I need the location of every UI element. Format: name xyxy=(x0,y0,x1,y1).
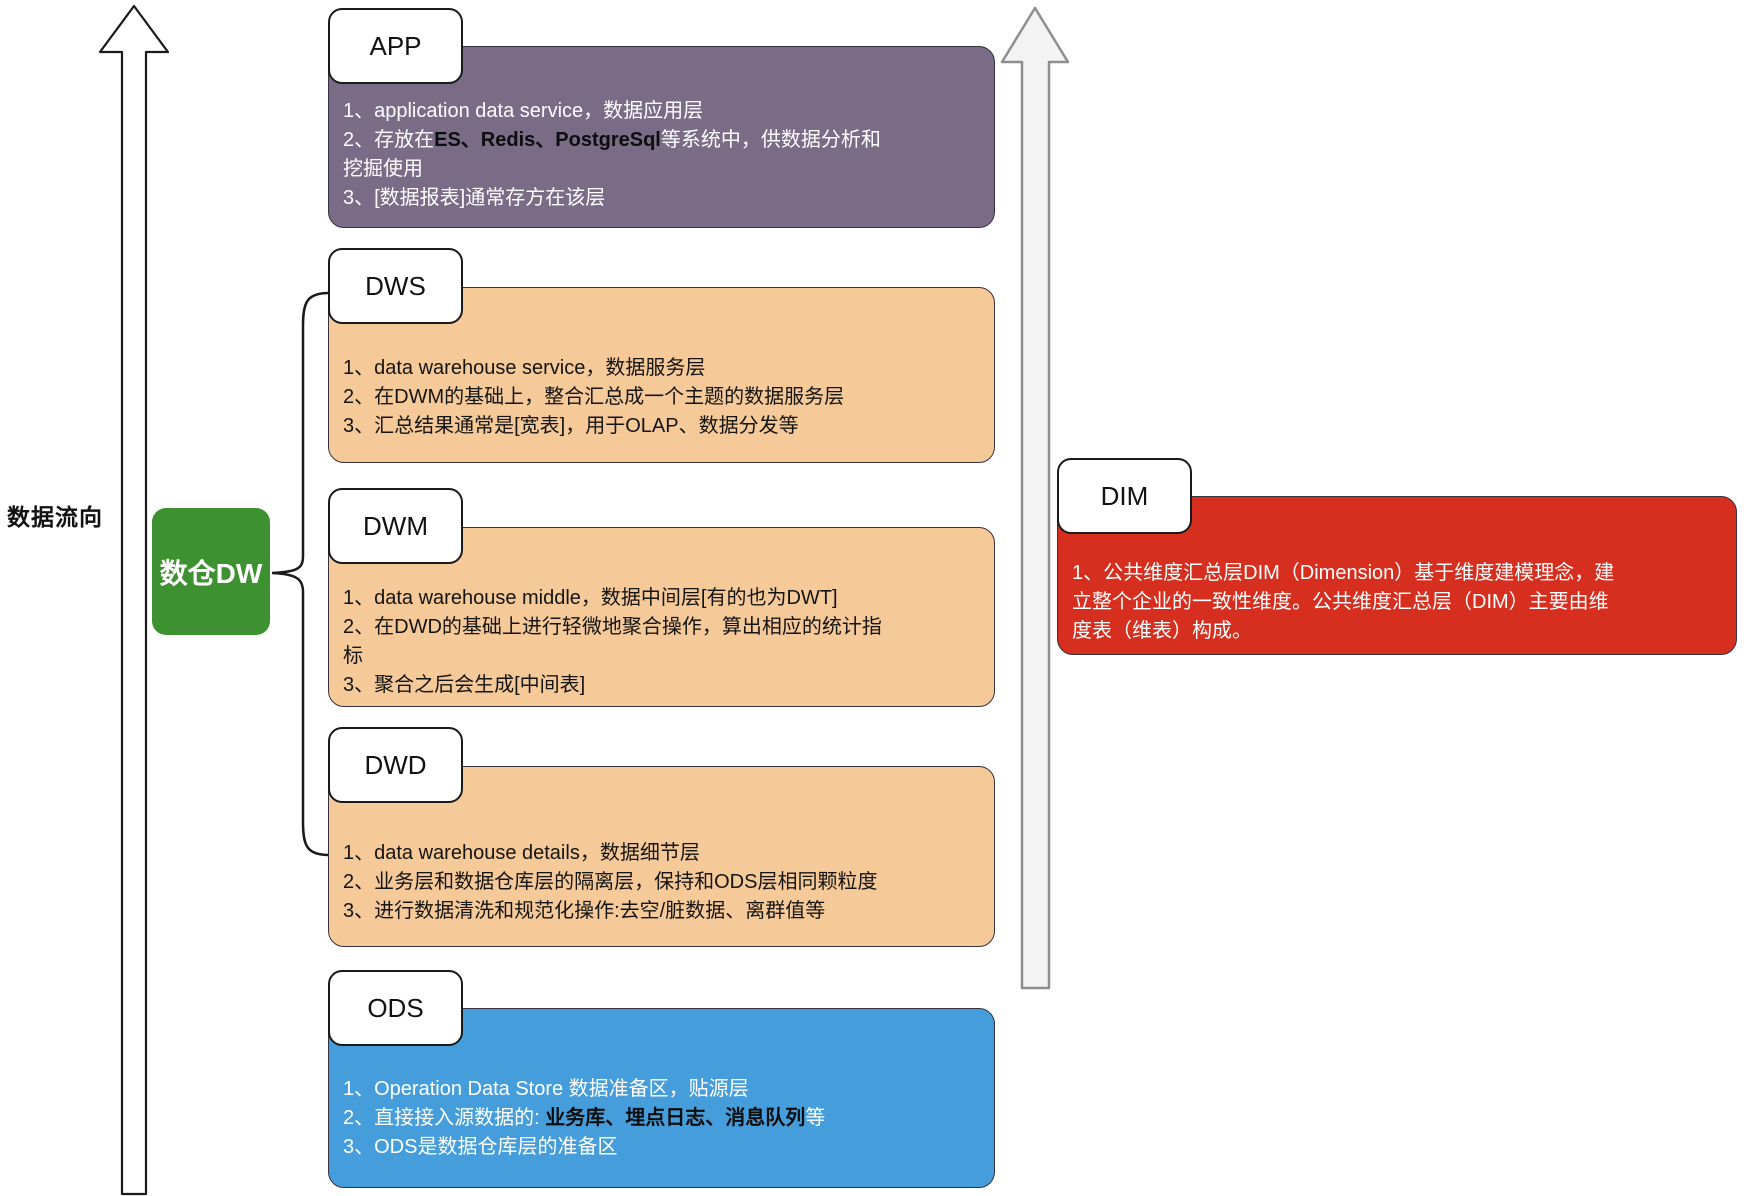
text-line: 3、汇总结果通常是[宽表]，用于OLAP、数据分发等 xyxy=(343,412,984,441)
text-segment: 挖掘使用 xyxy=(343,158,423,180)
text-line: 3、聚合之后会生成[中间表] xyxy=(343,671,984,700)
hub-brace-connector xyxy=(271,291,331,857)
text-segment: 标 xyxy=(343,645,363,667)
text-line: 1、Operation Data Store 数据准备区，贴源层 xyxy=(343,1075,984,1104)
text-line: 1、data warehouse details，数据细节层 xyxy=(343,839,984,868)
flow-direction-label: 数据流向 xyxy=(7,504,103,530)
layer-body-dim: 1、公共维度汇总层DIM（Dimension）基于维度建模理念，建立整个企业的一… xyxy=(1057,496,1737,655)
layer-description-dwd: 1、data warehouse details，数据细节层 2、业务层和数据仓库… xyxy=(329,767,994,926)
dw-hub-box: 数仓DW xyxy=(152,508,270,635)
layer-tab-dws: DWS xyxy=(328,248,463,324)
text-segment: 度表（维表）构成。 xyxy=(1072,620,1252,642)
text-line: 1、data warehouse middle，数据中间层[有的也为DWT] xyxy=(343,584,984,613)
layer-description-dws: 1、data warehouse service，数据服务层 2、在DWM的基础上… xyxy=(329,288,994,441)
left-flow-arrow-shape xyxy=(98,4,170,1196)
text-line: 挖掘使用 xyxy=(343,155,984,184)
text-segment: 3、聚合之后会生成[中间表] xyxy=(343,674,586,696)
text-segment: 2、存放在 xyxy=(343,129,435,151)
text-segment: 1、data warehouse service，数据服务层 xyxy=(343,357,706,379)
layer-tab-ods: ODS xyxy=(328,970,463,1046)
highlighted-text-segment: 业务库、埋点日志、消息队列 xyxy=(545,1107,806,1129)
text-segment: 3、[数据报表]通常存方在该层 xyxy=(343,187,606,209)
layer-body-app: 1、application data service，数据应用层 2、存放在ES、… xyxy=(328,46,995,228)
text-segment: 2、在DWD的基础上进行轻微地聚合操作，算出相应的统计指 xyxy=(343,616,882,638)
layer-tab-dim-label: DIM xyxy=(1100,480,1149,511)
text-line: 立整个企业的一致性维度。公共维度汇总层（DIM）主要由维 xyxy=(1072,588,1726,617)
text-segment: 2、业务层和数据仓库层的隔离层，保持和ODS层相同颗粒度 xyxy=(343,871,878,893)
layer-tab-app: APP xyxy=(328,8,463,84)
text-segment: 2、在DWM的基础上，整合汇总成一个主题的数据服务层 xyxy=(343,386,845,408)
text-segment: 3、进行数据清洗和规范化操作:去空/脏数据、离群值等 xyxy=(343,900,826,922)
text-segment: 1、data warehouse middle，数据中间层[有的也为DWT] xyxy=(343,587,838,609)
text-segment: 立整个企业的一致性维度。公共维度汇总层（DIM）主要由维 xyxy=(1072,591,1609,613)
layer-tab-dwm: DWM xyxy=(328,488,463,564)
text-line: 2、直接接入源数据的: 业务库、埋点日志、消息队列等 xyxy=(343,1104,984,1133)
text-line: 2、在DWD的基础上进行轻微地聚合操作，算出相应的统计指 xyxy=(343,613,984,642)
text-segment: 3、汇总结果通常是[宽表]，用于OLAP、数据分发等 xyxy=(343,415,799,437)
text-segment: 3、ODS是数据仓库层的准备区 xyxy=(343,1136,618,1158)
layer-description-ods: 1、Operation Data Store 数据准备区，贴源层 2、直接接入源数… xyxy=(329,1009,994,1162)
layer-description-app: 1、application data service，数据应用层 2、存放在ES、… xyxy=(329,47,994,213)
text-line: 2、在DWM的基础上，整合汇总成一个主题的数据服务层 xyxy=(343,383,984,412)
text-segment: 1、Operation Data Store 数据准备区，贴源层 xyxy=(343,1078,749,1100)
right-flow-arrow-shape xyxy=(1000,6,1070,990)
highlighted-text-segment: ES、Redis、PostgreSql xyxy=(434,129,661,151)
layer-tab-dwm-label: DWM xyxy=(363,510,428,541)
layer-tab-dwd-label: DWD xyxy=(364,749,427,780)
text-line: 3、进行数据清洗和规范化操作:去空/脏数据、离群值等 xyxy=(343,897,984,926)
text-line: 1、data warehouse service，数据服务层 xyxy=(343,354,984,383)
text-segment: 等系统中，供数据分析和 xyxy=(660,129,881,151)
layer-tab-dwd: DWD xyxy=(328,727,463,803)
text-segment: 1、公共维度汇总层DIM（Dimension）基于维度建模理念，建 xyxy=(1072,562,1615,584)
text-segment: 1、application data service，数据应用层 xyxy=(343,100,704,122)
layer-tab-dws-label: DWS xyxy=(365,270,426,301)
text-line: 3、ODS是数据仓库层的准备区 xyxy=(343,1133,984,1162)
text-line: 2、存放在ES、Redis、PostgreSql等系统中，供数据分析和 xyxy=(343,126,984,155)
layer-tab-app-label: APP xyxy=(369,30,422,61)
text-line: 1、application data service，数据应用层 xyxy=(343,97,984,126)
text-line: 2、业务层和数据仓库层的隔离层，保持和ODS层相同颗粒度 xyxy=(343,868,984,897)
layer-tab-ods-label: ODS xyxy=(367,992,424,1023)
text-segment: 等 xyxy=(805,1107,826,1129)
text-line: 1、公共维度汇总层DIM（Dimension）基于维度建模理念，建 xyxy=(1072,559,1726,588)
text-line: 标 xyxy=(343,642,984,671)
text-segment: 1、data warehouse details，数据细节层 xyxy=(343,842,700,864)
text-line: 度表（维表）构成。 xyxy=(1072,617,1726,646)
text-segment: 2、直接接入源数据的: xyxy=(343,1107,546,1129)
layer-description-dim: 1、公共维度汇总层DIM（Dimension）基于维度建模理念，建立整个企业的一… xyxy=(1058,497,1736,646)
dw-hub-label: 数仓DW xyxy=(159,557,263,589)
layer-description-dwm: 1、data warehouse middle，数据中间层[有的也为DWT] 2、… xyxy=(329,528,994,700)
layer-tab-dim: DIM xyxy=(1057,458,1192,534)
text-line: 3、[数据报表]通常存方在该层 xyxy=(343,184,984,213)
